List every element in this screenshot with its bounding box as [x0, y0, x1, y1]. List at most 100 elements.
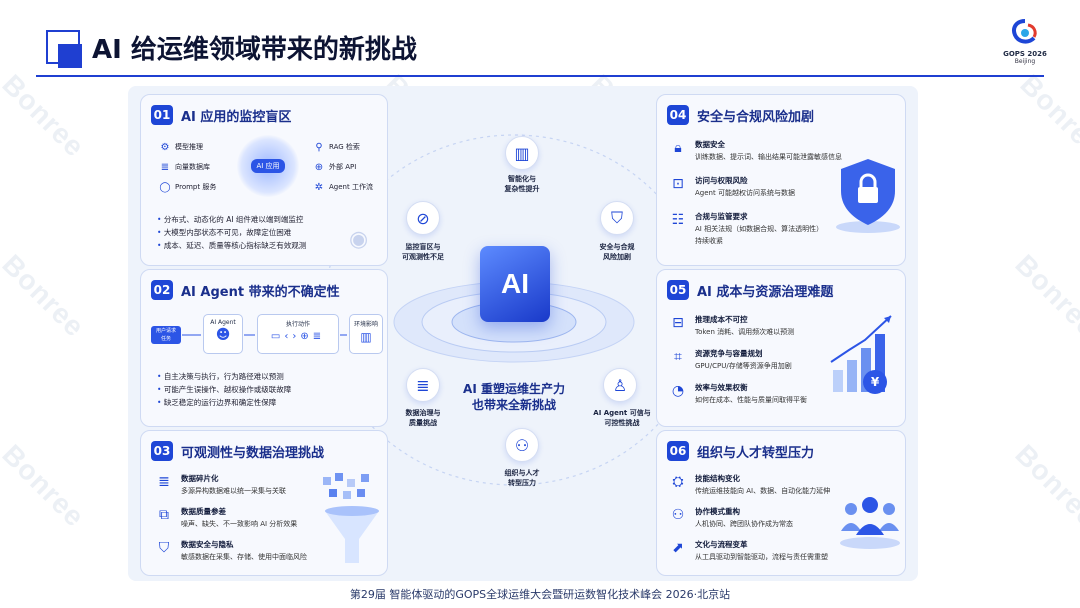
- ring-label: 组织与人才转型压力: [504, 469, 540, 487]
- exec-icons: ▭‹›⊕≣: [270, 331, 326, 342]
- center-headline-line2: 也带来全新挑战: [471, 398, 556, 412]
- challenge-item: ⧉数据质量参差噪声、缺失、不一致影响 AI 分析效果: [155, 506, 297, 529]
- component-item: ≣向量数据库: [160, 161, 210, 173]
- coin-label: ¥: [870, 375, 880, 389]
- shield-lock-illustration: [836, 159, 900, 233]
- balance-icon: ◔: [671, 383, 685, 399]
- document-icon: ☷: [671, 212, 685, 228]
- page-title: AI 给运维领域带来的新挑战: [92, 35, 417, 65]
- cost-icon: ⊟: [672, 315, 684, 331]
- ring-label: 数据治理与质量挑战: [405, 409, 441, 427]
- watermark: Bonree: [0, 248, 91, 343]
- ai-cube: AI: [480, 246, 550, 322]
- component-item: ⚙模型推理: [160, 141, 203, 153]
- card-observability-governance: 03 可观测性与数据治理挑战 ≣数据碎片化多源异构数据难以统一采集与关联 ⧉数据质…: [140, 430, 388, 576]
- title-divider: [36, 75, 1044, 77]
- chat-icon: ◯: [159, 181, 171, 193]
- access-icon: ⊡: [672, 176, 684, 192]
- footer-event: 第29届 智能体驱动的GOPS全球运维大会暨研运数智化技术峰会 2026·北京站: [349, 588, 731, 601]
- infographic: AI AI 重塑运维生产力 也带来全新挑战 ▥ 智能化与复杂性提升 ⛉ 安全与合…: [128, 86, 918, 581]
- card-monitoring-blind-spots: 01 AI 应用的监控盲区 AI 应用 ⚙模型推理 ≣向量数据库 ◯Prompt …: [140, 94, 388, 266]
- workflow-icon: ✲: [314, 181, 324, 193]
- gops-swirl-icon: [1012, 19, 1037, 44]
- collaboration-icon: ⚇: [671, 507, 685, 523]
- watermark: Bonree: [1014, 68, 1080, 163]
- watermark: Bonree: [0, 68, 91, 163]
- eye-icon: ◉: [349, 227, 369, 252]
- challenge-item: ≣数据碎片化多源异构数据难以统一采集与关联: [155, 473, 286, 496]
- data-funnel-illustration: [323, 473, 379, 563]
- card-number: 02: [151, 280, 173, 300]
- eye-off-icon: ⊘: [406, 201, 440, 235]
- exec-box: 执行动作 ▭‹›⊕≣: [257, 314, 339, 354]
- robot-icon: ☻: [215, 327, 231, 343]
- card-title: 可观测性与数据治理挑战: [181, 445, 325, 461]
- gops-city: Beijing: [1014, 58, 1036, 65]
- gops-name: GOPS 2026: [1003, 50, 1047, 58]
- lock-icon: 🔒︎: [674, 140, 682, 156]
- ring-label: AI Agent 可信与可控性挑战: [593, 409, 651, 427]
- agent-box: AI Agent ☻: [203, 314, 243, 354]
- title-logo-fill: [58, 44, 82, 68]
- ai-app-hub: AI 应用: [237, 135, 299, 197]
- component-item: ⚲RAG 检索: [313, 141, 360, 153]
- card-number: 03: [151, 441, 173, 461]
- component-item: ✲Agent 工作流: [314, 181, 373, 193]
- challenge-item: ◔效率与效果权衡如何在成本、性能与质量间取得平衡: [669, 382, 807, 405]
- env-box: 环境影响 ▥: [349, 314, 383, 354]
- center-headline-line1: AI 重塑运维生产力: [463, 382, 565, 396]
- card-number: 04: [667, 105, 689, 125]
- card-number: 06: [667, 441, 689, 461]
- component-item: ◯Prompt 服务: [159, 181, 217, 193]
- card-title: 组织与人才转型压力: [697, 445, 815, 461]
- component-item: ⊕外部 API: [314, 161, 357, 173]
- trend-icon: ⬈: [672, 540, 684, 556]
- challenge-item: ⛉数据安全与隐私敏感数据在采集、存储、使用中面临风险: [155, 539, 307, 562]
- user-request-box: 用户请求任务: [151, 326, 181, 344]
- ai-cube-label: AI: [501, 268, 529, 299]
- watermark: Bonree: [1009, 248, 1080, 343]
- bullet-list: 分布式、动态化的 AI 组件难以端到端监控大模型内部状态不可见，故障定位困难成本…: [157, 213, 307, 252]
- cost-growth-illustration: [830, 315, 892, 394]
- shield-icon: ⛉: [600, 201, 634, 235]
- watermark: Bonree: [0, 438, 91, 533]
- card-title: AI Agent 带来的不确定性: [181, 284, 340, 300]
- api-icon: ⊕: [314, 161, 324, 173]
- card-title: AI 成本与资源治理难题: [697, 284, 834, 300]
- challenge-item: 🔒︎数据安全训练数据、提示词、输出结果可能泄露敏感信息: [669, 139, 842, 162]
- flow-arrows: [182, 334, 347, 336]
- database-icon: ≣: [158, 474, 170, 490]
- ring-label: 监控盲区与可观测性不足: [402, 243, 444, 261]
- watermark: Bonree: [1009, 438, 1080, 533]
- team-icon: ⚇: [505, 428, 539, 462]
- quality-icon: ⧉: [159, 507, 169, 523]
- ring-label: 安全与合规风险加剧: [599, 243, 635, 261]
- chart-icon: ▥: [360, 330, 372, 344]
- challenge-item: ⬈文化与流程变革从工具驱动到智能驱动，流程与责任需重塑: [669, 539, 828, 562]
- center-headline: AI 重塑运维生产力 也带来全新挑战: [414, 381, 614, 413]
- challenge-item: ⚇协作模式重构人机协同、跨团队协作成为常态: [669, 506, 793, 529]
- shield-check-icon: ⛉: [158, 540, 170, 556]
- chip-icon: ⌗: [674, 349, 682, 365]
- ai-app-hub-label: AI 应用: [251, 159, 285, 173]
- card-title: 安全与合规风险加剧: [697, 109, 815, 125]
- database-icon: ≣: [160, 161, 170, 173]
- card-org-talent: 06 组织与人才转型压力 ⛭技能结构变化传统运维技能向 AI、数据、自动化能力延伸…: [656, 430, 906, 576]
- challenge-item: ⛭技能结构变化传统运维技能向 AI、数据、自动化能力延伸: [669, 473, 830, 496]
- card-agent-uncertainty: 02 AI Agent 带来的不确定性 用户请求任务 AI Agent ☻ 执行动…: [140, 269, 388, 427]
- database-icon: ≣: [406, 368, 440, 402]
- person-icon: ♙: [603, 368, 637, 402]
- card-number: 01: [151, 105, 173, 125]
- search-icon: ⚲: [315, 141, 323, 153]
- card-number: 05: [667, 280, 689, 300]
- ring-label: 智能化与复杂性提升: [504, 175, 540, 193]
- bullet-list: 自主决策与执行，行为路径难以预测可能产生误操作、越权操作或级联故障缺乏稳定的运行…: [157, 370, 292, 409]
- card-title: AI 应用的监控盲区: [181, 109, 292, 125]
- model-icon: ⚙: [160, 141, 170, 153]
- gops-logo: GOPS 2026 Beijing: [1000, 18, 1050, 65]
